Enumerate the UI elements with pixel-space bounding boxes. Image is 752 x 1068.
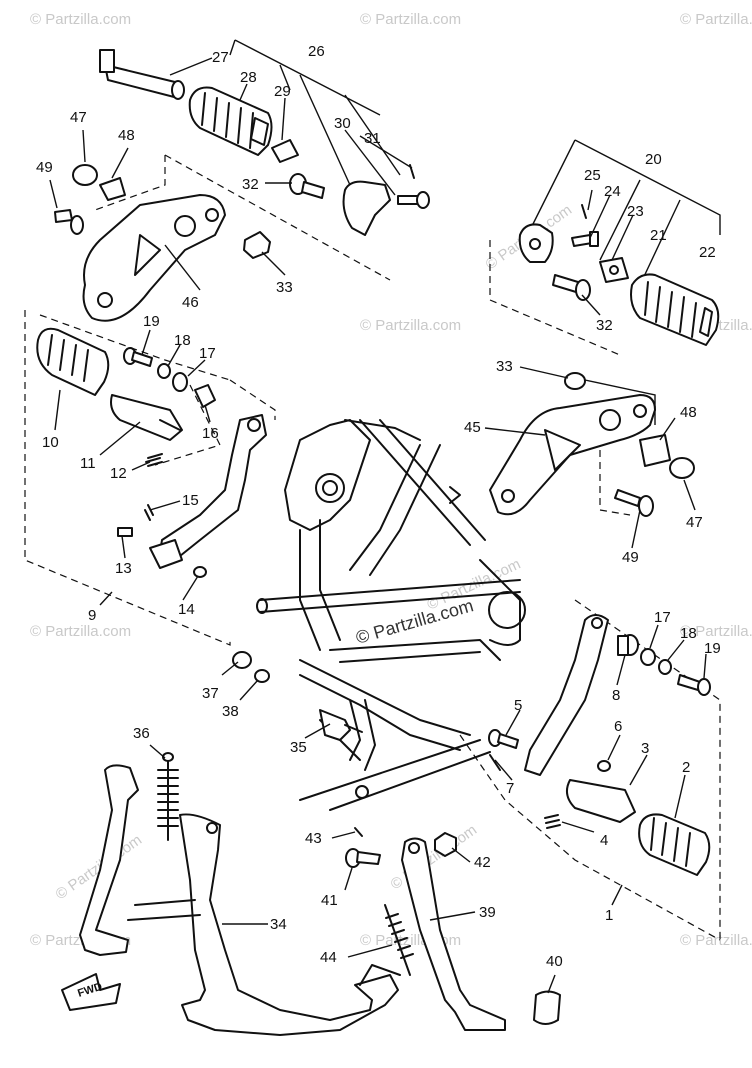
callout-14: 14	[178, 601, 195, 618]
callout-26: 26	[308, 43, 325, 60]
watermark-text: © Partzilla.com	[360, 317, 461, 334]
callout-19-left: 19	[143, 313, 160, 330]
callout-18-right: 18	[680, 625, 697, 642]
callout-8: 8	[612, 687, 620, 704]
callout-23: 23	[627, 203, 644, 220]
callout-24: 24	[604, 183, 621, 200]
callout-47-left: 47	[70, 109, 87, 126]
shift-pedal-assembly	[24, 310, 276, 646]
callout-37: 37	[202, 685, 219, 702]
callout-2: 2	[682, 759, 690, 776]
callout-32-left: 32	[242, 176, 259, 193]
callout-28: 28	[240, 69, 257, 86]
callout-33-right: 33	[496, 358, 513, 375]
callout-49-right: 49	[622, 549, 639, 566]
callout-16: 16	[202, 425, 219, 442]
left-footrest-assembly	[94, 39, 430, 281]
callout-35: 35	[290, 739, 307, 756]
callout-17-right: 17	[654, 609, 671, 626]
watermark-text: © Partzilla.com	[680, 623, 752, 640]
callout-46: 46	[182, 294, 199, 311]
callout-27: 27	[212, 49, 229, 66]
callout-31: 31	[364, 130, 381, 147]
callout-25: 25	[584, 167, 601, 184]
callout-7: 7	[506, 780, 514, 797]
watermark-text: © Partzilla.com	[360, 11, 461, 28]
callout-20: 20	[645, 151, 662, 168]
callout-12: 12	[110, 465, 127, 482]
callout-18-left: 18	[174, 332, 191, 349]
right-footrest-bracket	[489, 372, 695, 517]
callout-4: 4	[600, 832, 608, 849]
watermark-text: © Partzilla.com	[388, 821, 481, 893]
callout-48-left: 48	[118, 127, 135, 144]
leader-lines	[49, 57, 707, 994]
callout-40: 40	[546, 953, 563, 970]
brake-pedal-assembly	[459, 599, 721, 941]
callout-3: 3	[641, 740, 649, 757]
callout-30: 30	[334, 115, 351, 132]
callout-47-right: 47	[686, 514, 703, 531]
callout-17-left: 17	[199, 345, 216, 362]
callout-42: 42	[474, 854, 491, 871]
callout-45: 45	[464, 419, 481, 436]
callout-22: 22	[699, 244, 716, 261]
callout-44: 44	[320, 949, 337, 966]
callout-48-right: 48	[680, 404, 697, 421]
callout-15: 15	[182, 492, 199, 509]
callout-5: 5	[514, 697, 522, 714]
callout-11: 11	[80, 455, 96, 472]
callout-6: 6	[614, 718, 622, 735]
callout-39: 39	[479, 904, 496, 921]
callout-49-left: 49	[36, 159, 53, 176]
watermark-text: © Partzilla.com	[680, 11, 752, 28]
callout-34: 34	[270, 916, 287, 933]
callout-labels: 27 26 28 29 30 31 32 33 46 47 48 49 19 1…	[36, 43, 721, 970]
callout-36: 36	[133, 725, 150, 742]
callout-1: 1	[605, 907, 613, 924]
callout-38: 38	[222, 703, 239, 720]
right-footrest-assembly	[489, 139, 721, 356]
callout-19-right: 19	[704, 640, 721, 657]
stand-assembly: FWD	[61, 651, 561, 1036]
watermark-layer: © Partzilla.com © Partzilla.com © Partzi…	[30, 11, 752, 949]
watermark-text: © Partzilla.com	[30, 623, 131, 640]
callout-21: 21	[650, 227, 667, 244]
callout-10: 10	[42, 434, 59, 451]
callout-43: 43	[305, 830, 322, 847]
callout-33-left: 33	[276, 279, 293, 296]
callout-32-right: 32	[596, 317, 613, 334]
watermark-text: © Partzilla.com	[30, 11, 131, 28]
watermark-text: © Partzilla.com	[680, 932, 752, 949]
callout-9: 9	[88, 607, 96, 624]
callout-13: 13	[115, 560, 132, 577]
callout-29: 29	[274, 83, 291, 100]
callout-41: 41	[321, 892, 338, 909]
left-footrest-bracket	[54, 164, 226, 322]
